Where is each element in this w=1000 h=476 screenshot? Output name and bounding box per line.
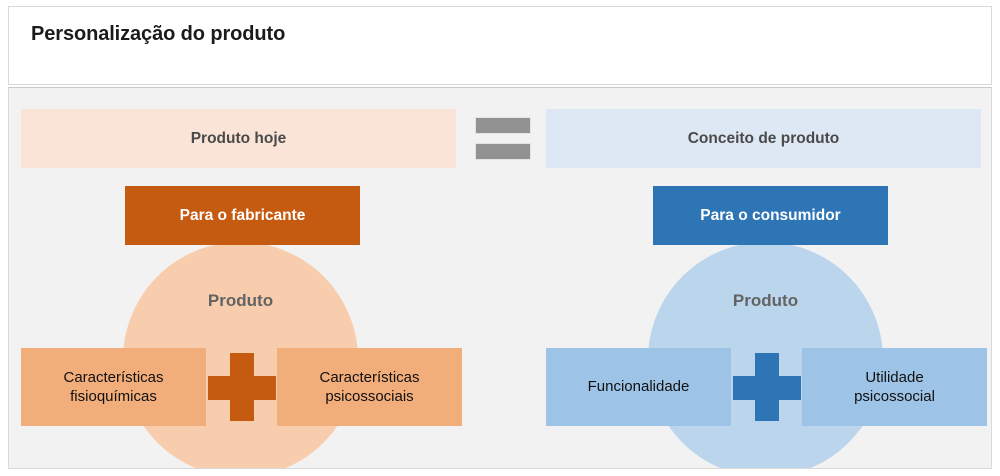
equals-icon-bar-top [475, 117, 531, 134]
right-circle-label: Produto [732, 291, 799, 310]
right-plus-icon [733, 353, 801, 421]
equals-icon [475, 117, 531, 161]
right-attribute-2-label: Utilidade psicossocial [854, 368, 935, 406]
left-plus-icon [208, 353, 276, 421]
right-attribute-1: Funcionalidade [546, 348, 731, 426]
page-title: Personalização do produto [31, 23, 286, 45]
right-attribute-1-label: Funcionalidade [588, 377, 690, 396]
right-column-header: Conceito de produto [546, 109, 981, 168]
right-column-header-label: Conceito de produto [687, 129, 840, 147]
left-attribute-1-label: Características fisioquímicas [63, 368, 163, 406]
right-attribute-2-line-1: Utilidade [865, 368, 924, 386]
left-column-header-label: Produto hoje [190, 129, 287, 147]
diagram-frame: Produto hoje Para o fabricante Produto C… [8, 87, 992, 469]
left-role-label: Para o fabricante [179, 206, 306, 224]
left-attribute-2-line-2: psicossociais [325, 388, 414, 405]
right-role-label: Para o consumidor [700, 206, 841, 224]
left-attribute-2-label: Características psicossociais [319, 368, 419, 406]
equals-icon-bar-bottom [475, 143, 531, 160]
left-circle-label: Produto [207, 291, 274, 310]
right-attribute-2-line-2: psicossocial [854, 388, 935, 405]
right-attribute-2: Utilidade psicossocial [802, 348, 987, 426]
left-attribute-2: Características psicossociais [277, 348, 462, 426]
left-column-header: Produto hoje [21, 109, 456, 168]
left-role-band: Para o fabricante [125, 186, 360, 245]
right-attribute-1-line-1: Funcionalidade [587, 378, 690, 396]
left-plus-vertical-bar [230, 353, 254, 421]
left-attribute-1-line-1: Características [63, 368, 164, 386]
title-band: Personalização do produto [8, 6, 992, 85]
right-role-band: Para o consumidor [653, 186, 888, 245]
left-attribute-1: Características fisioquímicas [21, 348, 206, 426]
right-plus-vertical-bar [755, 353, 779, 421]
left-attribute-2-line-1: Características [319, 368, 420, 386]
left-attribute-1-line-2: fisioquímicas [70, 388, 157, 405]
